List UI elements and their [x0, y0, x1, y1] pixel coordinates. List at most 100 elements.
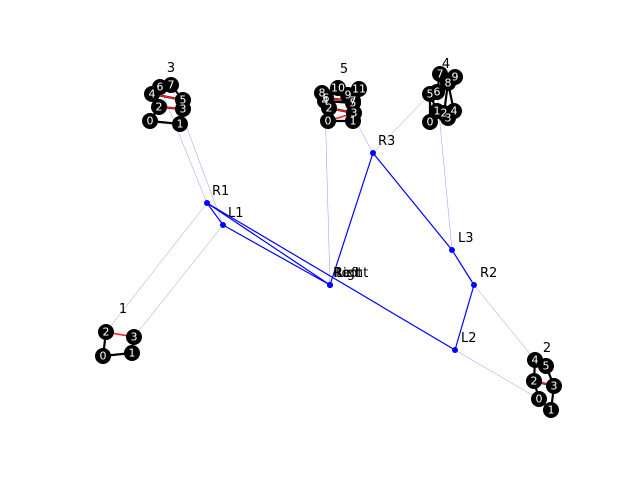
cluster-node[interactable]: [142, 113, 158, 129]
cluster-node-label: 3: [180, 103, 187, 116]
cluster-node[interactable]: [330, 80, 346, 96]
cluster-node[interactable]: [314, 85, 330, 101]
cluster-link-line: [454, 349, 540, 400]
cluster-node-label: 3: [131, 331, 138, 344]
cluster-node-label: 2: [531, 375, 538, 388]
cluster-node-label: 9: [452, 71, 459, 84]
tree-node-l3[interactable]: [449, 247, 455, 253]
cluster-node-label: 2: [326, 102, 333, 115]
tree-node-label-l1: L1: [228, 206, 244, 221]
cluster-node-label: 2: [103, 326, 110, 339]
cluster-node-label: 0: [536, 393, 543, 406]
cluster-node[interactable]: [543, 402, 559, 418]
tree-node-label-right: Right: [334, 266, 368, 281]
cluster-node-label: 1: [177, 118, 184, 131]
cluster-node-label: 4: [532, 354, 539, 367]
cluster-node[interactable]: [526, 373, 542, 389]
cluster-node[interactable]: [320, 113, 336, 129]
tree-edge-layer: [206, 152, 475, 351]
cluster-node-label: 2: [441, 107, 448, 120]
tree-node-label-r3: R3: [378, 134, 395, 149]
tree-edge-r1-l1: [206, 202, 224, 226]
cluster-node-label: 0: [325, 115, 332, 128]
tree-edge-l3-r3: [372, 152, 453, 251]
cluster-node-label: 2: [156, 101, 163, 114]
tree-node-label-l3: L3: [458, 231, 474, 246]
cluster-link-line: [133, 224, 224, 338]
cluster-node-label: 6: [323, 92, 330, 105]
cluster-node-label: 9: [345, 89, 352, 102]
tree-node-l2[interactable]: [452, 347, 458, 353]
cluster-node-label: 4: [451, 105, 458, 118]
cluster-node[interactable]: [429, 84, 445, 100]
cluster-node-label: 6: [434, 86, 441, 99]
cluster-label: 1: [119, 302, 127, 317]
cluster-link-layer: [105, 84, 540, 400]
cluster-node-label: 5: [543, 360, 550, 373]
cluster-node[interactable]: [172, 116, 188, 132]
cluster-label: 2: [543, 341, 551, 356]
cluster-node[interactable]: [446, 103, 462, 119]
cluster-node[interactable]: [447, 69, 463, 85]
cluster-node[interactable]: [151, 99, 167, 115]
cluster-node-label: 7: [437, 68, 444, 81]
tree-edge-r1-l2: [206, 202, 456, 351]
cluster-node[interactable]: [351, 81, 367, 97]
cluster-node[interactable]: [95, 348, 111, 364]
tree-node-r1[interactable]: [204, 200, 210, 206]
tree-node-label-root: Root: [333, 266, 362, 281]
cluster-link-line: [324, 100, 331, 286]
cluster-node-label: 5: [427, 88, 434, 101]
cluster-node-label: 1: [548, 404, 555, 417]
cluster-node[interactable]: [538, 358, 554, 374]
cluster-node-label: 4: [322, 95, 329, 108]
cluster-node-label: 0: [147, 115, 154, 128]
cluster-node[interactable]: [546, 378, 562, 394]
cluster-node-label: 1: [434, 105, 441, 118]
cluster-link-line: [159, 86, 208, 204]
cluster-node-label: 10: [331, 82, 345, 95]
cluster-node-label: 0: [427, 116, 434, 129]
tree-node-label-r1: R1: [212, 184, 229, 199]
cluster-node-label: 1: [350, 115, 357, 128]
cluster-node[interactable]: [531, 391, 547, 407]
cluster-node-label: 11: [352, 83, 366, 96]
cluster-node-label: 0: [100, 350, 107, 363]
cluster-node-label: 7: [168, 79, 175, 92]
cluster-label: 5: [340, 62, 348, 77]
cluster-node-label: 5: [350, 97, 357, 110]
tree-node-left[interactable]: [327, 282, 333, 288]
tree-edge-r2-l3: [451, 249, 475, 286]
tree-node-r3[interactable]: [370, 150, 376, 156]
cluster-node-label: 7: [350, 95, 357, 108]
tree-node-label-r2: R2: [480, 266, 497, 281]
cluster-node[interactable]: [124, 345, 140, 361]
cluster-node-label: 8: [319, 87, 326, 100]
cluster-link-line: [105, 202, 208, 333]
cluster-node-label: 5: [180, 94, 187, 107]
cluster-node-label: 3: [445, 112, 452, 125]
cluster-node[interactable]: [175, 92, 191, 108]
cluster-link-line: [473, 284, 536, 361]
cluster-node-label: 3: [551, 380, 558, 393]
cluster-node[interactable]: [163, 77, 179, 93]
cluster-label: 3: [167, 61, 175, 76]
tree-node-l1[interactable]: [220, 222, 226, 228]
tree-edge-root-r1: [206, 202, 331, 286]
cluster-node[interactable]: [126, 329, 142, 345]
cluster-node-label: 4: [149, 88, 156, 101]
cluster-node-label: 6: [157, 81, 164, 94]
tree-edge-r3-root: [329, 152, 374, 286]
tree-node-r2[interactable]: [471, 282, 477, 288]
cluster-link-line: [372, 93, 431, 154]
tree-edge-l2-r2: [454, 284, 475, 351]
cluster-node[interactable]: [98, 324, 114, 340]
